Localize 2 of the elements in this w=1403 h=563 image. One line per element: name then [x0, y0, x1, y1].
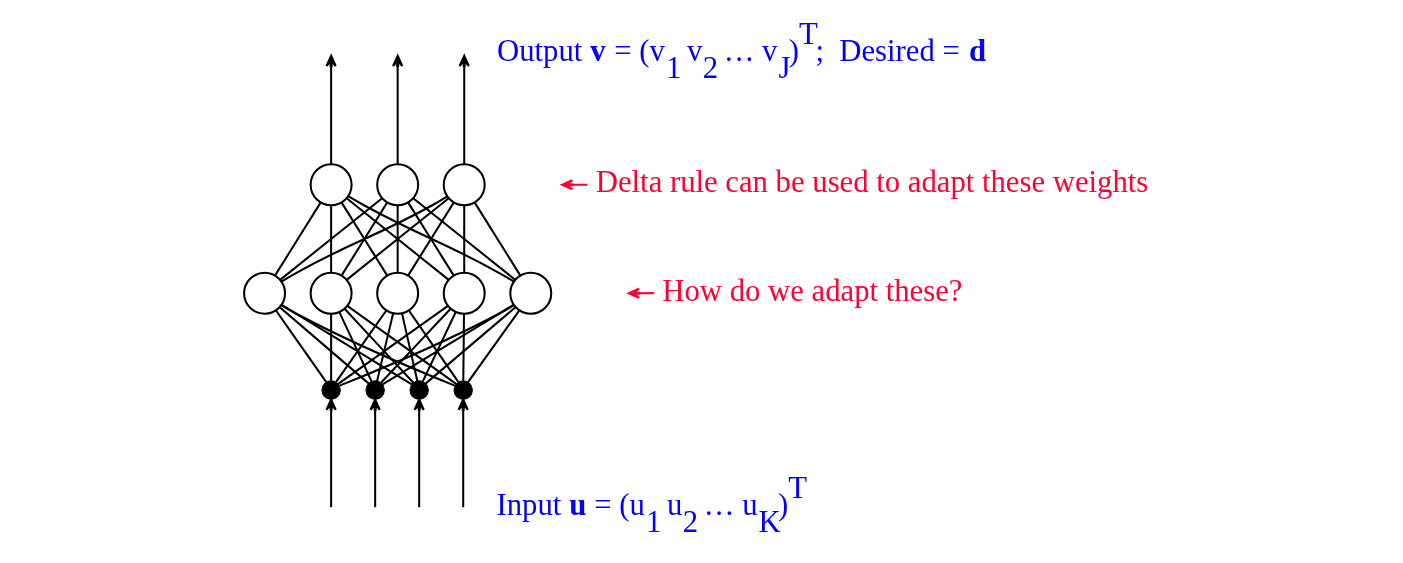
node-text: How do we adapt these?: [661, 273, 962, 308]
node-text: Delta rule can be used to adapt these weights: [595, 165, 1148, 200]
